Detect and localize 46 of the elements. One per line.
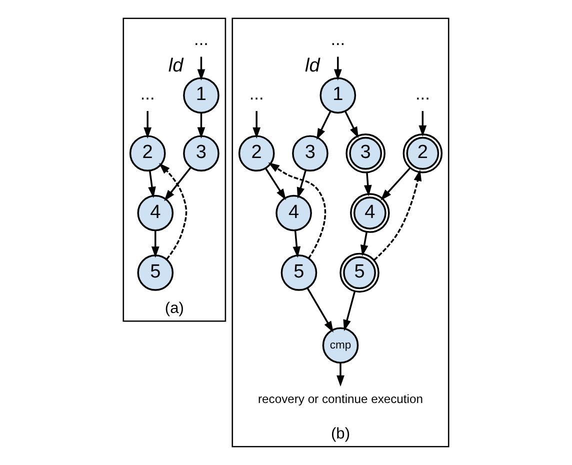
arrow (316, 110, 332, 140)
arrow (264, 168, 286, 200)
node-circle: 2 (402, 133, 443, 174)
arrow (268, 162, 326, 259)
node-circle: 2 (238, 135, 275, 172)
node-circle: 2 (129, 135, 166, 172)
arrow (144, 111, 152, 139)
arrow (306, 288, 334, 332)
node-text: ... (415, 84, 430, 104)
arrow (344, 110, 359, 138)
arrow (296, 170, 306, 199)
arrow (197, 56, 206, 80)
arrow (374, 170, 422, 261)
node-text: ... (140, 84, 155, 104)
node-text: ... (194, 29, 208, 50)
arrow (292, 230, 301, 258)
node-circle: 4 (350, 193, 390, 233)
arrow (360, 232, 368, 256)
node-circle: 5 (280, 254, 318, 291)
node-circle: 5 (340, 252, 380, 293)
node-circle: 3 (183, 135, 220, 172)
node-circle: 1 (183, 77, 220, 114)
node-text: ... (330, 29, 346, 50)
node-circle: 4 (137, 194, 174, 232)
arrow (364, 172, 372, 196)
node-circle: 1 (320, 77, 356, 114)
node-circle: 3 (346, 133, 386, 174)
arrow (380, 167, 411, 200)
node-circle: 4 (276, 194, 312, 232)
arrow (334, 56, 342, 80)
node-text: ... (249, 84, 264, 104)
node-label: ld (305, 56, 320, 77)
arrow (336, 362, 344, 387)
arrow (164, 166, 192, 202)
node-circle: 5 (137, 254, 174, 291)
arrow (252, 111, 261, 139)
arrow (343, 291, 356, 332)
node-circle: cmp (322, 327, 359, 364)
arrow (158, 163, 188, 260)
arrow (418, 111, 427, 137)
arrow (148, 170, 156, 198)
node-text: recovery or continue execution (258, 392, 423, 406)
arrow (151, 230, 160, 258)
arrow (197, 112, 206, 138)
node-label: ld (168, 56, 184, 77)
node-circle: 3 (292, 135, 328, 172)
